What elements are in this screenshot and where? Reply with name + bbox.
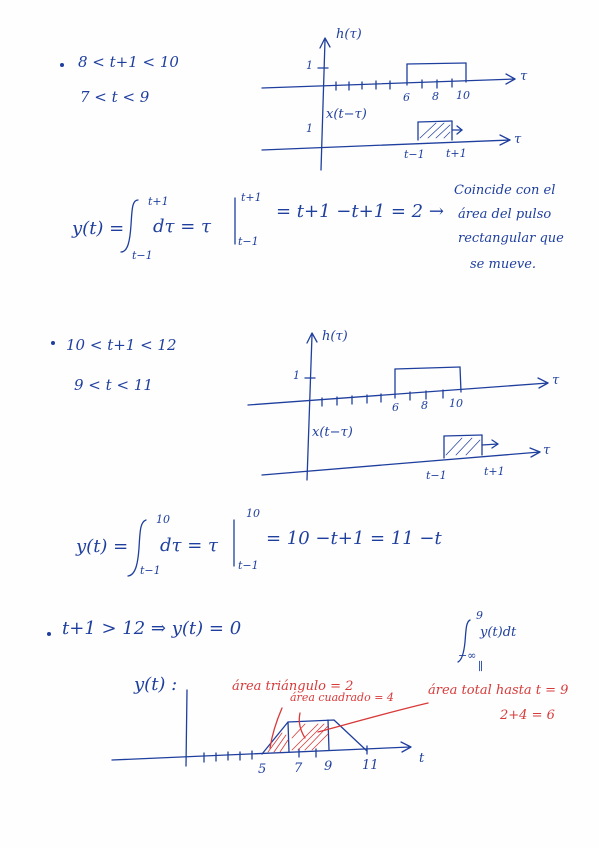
case2-tick-t-plus-1: t+1 bbox=[484, 465, 505, 478]
case1-tick-8: 8 bbox=[432, 90, 439, 103]
case2-int-upper: 10 bbox=[156, 513, 170, 526]
case1-x-amplitude: 1 bbox=[306, 122, 313, 135]
final-yt-plot bbox=[111, 689, 429, 767]
case2-condition: 10 < t+1 < 12 bbox=[66, 336, 177, 354]
case1-eval-lower: t−1 bbox=[238, 235, 259, 248]
case1-tau-axis-2: τ bbox=[514, 132, 522, 147]
case1-tick-6: 6 bbox=[403, 91, 410, 104]
annotation-area-total: área total hasta t = 9 bbox=[428, 683, 569, 698]
case2-result: = 10 −t+1 = 11 −t bbox=[266, 528, 442, 549]
final-tick-7: 7 bbox=[294, 761, 303, 776]
bullet-case3 bbox=[47, 632, 51, 636]
case2-tick-8: 8 bbox=[421, 399, 428, 412]
case1-note-line1: Coincide con el bbox=[454, 183, 556, 198]
case1-condition: 8 < t+1 < 10 bbox=[78, 53, 179, 71]
case3-integral bbox=[457, 619, 471, 663]
case3-int-bar: ∥ bbox=[478, 660, 484, 673]
final-tick-11: 11 bbox=[362, 758, 379, 773]
final-tick-5: 5 bbox=[258, 762, 267, 777]
annotation-area-triangle: área triángulo = 2 bbox=[232, 679, 354, 694]
case2-eval-lower: t−1 bbox=[238, 559, 259, 572]
case2-eval-upper: 10 bbox=[246, 507, 260, 520]
case1-tick-t-minus-1: t−1 bbox=[404, 148, 425, 161]
final-t-label: t bbox=[419, 751, 425, 766]
case2-tick-10: 10 bbox=[449, 397, 463, 410]
case1-tick-t-plus-1: t+1 bbox=[446, 147, 467, 160]
case1-int-upper: t+1 bbox=[148, 195, 169, 208]
case1-tick-10: 10 bbox=[456, 89, 470, 102]
case1-int-lower: t−1 bbox=[132, 249, 153, 262]
case2-tau-axis: τ bbox=[552, 373, 560, 388]
case2-condition-t: 9 < t < 11 bbox=[74, 376, 153, 394]
case2-x-plot bbox=[261, 434, 541, 476]
case2-h-amplitude: 1 bbox=[293, 369, 300, 382]
bullet-case2 bbox=[51, 341, 55, 345]
case1-h-label: h(τ) bbox=[336, 27, 362, 42]
case2-tick-t-minus-1: t−1 bbox=[426, 469, 447, 482]
final-y-label: y(t) : bbox=[134, 674, 178, 695]
annotation-area-sum: 2+4 = 6 bbox=[500, 708, 555, 723]
case1-integrand: dτ = τ bbox=[153, 216, 211, 237]
case2-integral bbox=[127, 519, 147, 577]
case2-y-lhs: y(t) = bbox=[76, 536, 129, 557]
case1-x-plot bbox=[261, 120, 511, 151]
case1-note-line4: se mueve. bbox=[470, 257, 537, 272]
case2-h-label: h(τ) bbox=[322, 329, 348, 344]
case1-tau-axis: τ bbox=[520, 69, 528, 84]
case1-note-line2: área del pulso bbox=[458, 207, 552, 222]
case3-int-upper: 9 bbox=[476, 609, 483, 622]
case2-integrand: dτ = τ bbox=[160, 535, 218, 556]
case2-x-label: x(t−τ) bbox=[312, 425, 353, 440]
case3-integrand: y(t)dt bbox=[480, 625, 517, 640]
case3-int-lower: −∞ bbox=[458, 649, 477, 662]
final-tick-9: 9 bbox=[324, 759, 333, 774]
case1-result: = t+1 −t+1 = 2 → bbox=[276, 201, 444, 222]
case1-h-plot bbox=[261, 37, 516, 171]
case1-h-amplitude: 1 bbox=[306, 59, 313, 72]
bullet-case1 bbox=[60, 63, 64, 67]
case1-x-label: x(t−τ) bbox=[326, 107, 367, 122]
case1-integral bbox=[120, 199, 139, 253]
case1-eval-upper: t+1 bbox=[241, 191, 262, 204]
case1-y-lhs: y(t) = bbox=[72, 218, 125, 239]
case3-condition: t+1 > 12 ⇒ y(t) = 0 bbox=[62, 618, 242, 639]
case2-h-plot bbox=[247, 332, 549, 481]
case2-int-lower: t−1 bbox=[140, 564, 161, 577]
case2-tau-axis-2: τ bbox=[543, 443, 551, 458]
case1-note-line3: rectangular que bbox=[458, 231, 564, 246]
annotation-area-square: área cuadrado = 4 bbox=[290, 691, 394, 704]
case1-condition-t: 7 < t < 9 bbox=[80, 88, 150, 106]
case2-tick-6: 6 bbox=[392, 401, 399, 414]
